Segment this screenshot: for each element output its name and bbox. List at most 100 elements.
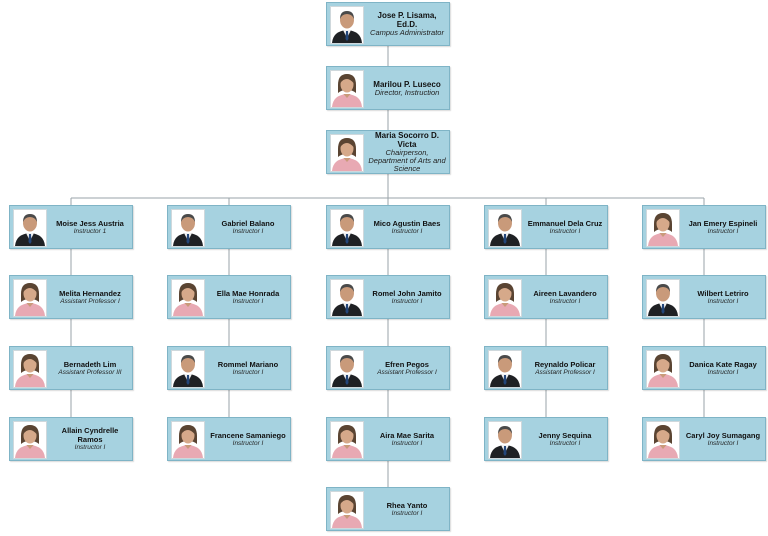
person-title: Assistant Professor III bbox=[58, 368, 122, 376]
person-title: Instructor I bbox=[707, 227, 739, 235]
male-avatar-icon bbox=[488, 209, 522, 247]
person-name: Mico Agustin Baes bbox=[373, 218, 441, 228]
female-avatar-icon bbox=[171, 421, 205, 459]
person-name: Allain Cyndrelle Ramos bbox=[61, 426, 119, 444]
person-name: Jan Emery Espineli bbox=[688, 218, 758, 228]
person-title: Instructor I bbox=[232, 368, 264, 376]
person-name: Bernadeth Lim bbox=[63, 359, 117, 369]
person-title: Instructor I bbox=[549, 227, 581, 235]
person-name: Jenny Sequina bbox=[538, 430, 592, 440]
person-title: Instructor I bbox=[232, 227, 264, 235]
person-name: Romel John Jamito bbox=[372, 288, 442, 298]
female-avatar-icon bbox=[330, 491, 364, 529]
person-title: Chairperson, Department of Arts and Scie… bbox=[368, 148, 446, 173]
person-title: Assistant Professor I bbox=[60, 297, 120, 305]
male-avatar-icon bbox=[488, 421, 522, 459]
male-avatar-icon bbox=[488, 350, 522, 388]
male-avatar-icon bbox=[646, 279, 680, 317]
male-avatar-icon bbox=[330, 6, 364, 44]
person-title: Instructor I bbox=[391, 509, 423, 517]
person-title: Instructor I bbox=[707, 297, 739, 305]
person-title: Instructor I bbox=[391, 439, 423, 447]
person-title: Instructor I bbox=[232, 439, 264, 447]
person-title: Campus Administrator bbox=[370, 28, 444, 37]
person-name: Marilou P. Luseco bbox=[373, 79, 441, 89]
person-title: Instructor I bbox=[232, 297, 264, 305]
org-node-jose-p-lisama-ed-d: Jose P. Lisama, Ed.D.Campus Administrato… bbox=[326, 2, 450, 46]
person-name: Efren Pegos bbox=[385, 359, 429, 369]
person-title: Assistant Professor I bbox=[377, 368, 437, 376]
female-avatar-icon bbox=[330, 421, 364, 459]
female-avatar-icon bbox=[646, 209, 680, 247]
male-avatar-icon bbox=[171, 209, 205, 247]
female-avatar-icon bbox=[171, 279, 205, 317]
person-name: Jose P. Lisama, Ed.D. bbox=[377, 11, 437, 29]
person-name: Melita Hernandez bbox=[59, 288, 121, 298]
female-avatar-icon bbox=[13, 421, 47, 459]
male-avatar-icon bbox=[13, 209, 47, 247]
node-text: Jose P. Lisama, Ed.D.Campus Administrato… bbox=[367, 3, 447, 45]
person-name: Moise Jess Austria bbox=[56, 218, 124, 228]
person-name: Francene Samaniego bbox=[210, 430, 286, 440]
male-avatar-icon bbox=[330, 279, 364, 317]
person-title: Instructor 1 bbox=[73, 227, 107, 235]
person-name: Emmanuel Dela Cruz bbox=[527, 218, 603, 228]
person-title: Assistant Professor I bbox=[535, 368, 595, 376]
female-avatar-icon bbox=[330, 134, 364, 172]
person-name: Aireen Lavandero bbox=[533, 288, 597, 298]
male-avatar-icon bbox=[330, 209, 364, 247]
person-name: Danica Kate Ragay bbox=[689, 359, 757, 369]
person-name: Maria Socorro D. Victa bbox=[374, 131, 439, 149]
person-name: Rommel Mariano bbox=[217, 359, 279, 369]
person-title: Instructor I bbox=[707, 439, 739, 447]
person-name: Reynaldo Policar bbox=[534, 359, 596, 369]
person-name: Rhea Yanto bbox=[386, 500, 428, 510]
person-title: Instructor I bbox=[391, 227, 423, 235]
person-name: Wilbert Letriro bbox=[697, 288, 749, 298]
person-title: Instructor I bbox=[549, 297, 581, 305]
female-avatar-icon bbox=[646, 350, 680, 388]
male-avatar-icon bbox=[171, 350, 205, 388]
male-avatar-icon bbox=[330, 350, 364, 388]
person-title: Instructor I bbox=[549, 439, 581, 447]
